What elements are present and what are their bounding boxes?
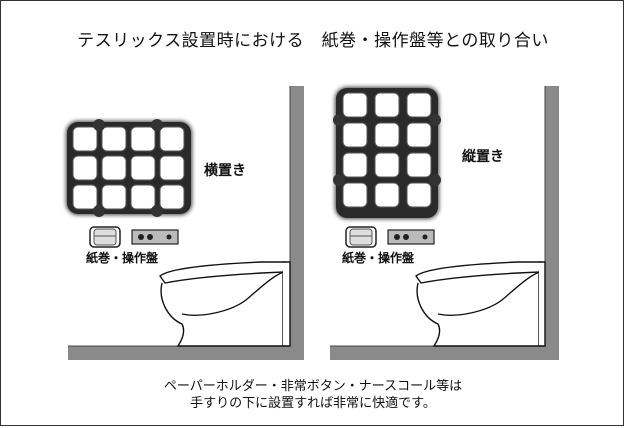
mount-bolt xyxy=(429,174,441,186)
caption: ペーパーホルダー・非常ボタン・ナースコール等は 手すりの下に設置すれば非常に快適… xyxy=(0,378,626,412)
caption-line-2: 手すりの下に設置すれば非常に快適です。 xyxy=(190,396,436,411)
right-toilet xyxy=(415,261,546,347)
right-control-panel xyxy=(387,229,435,245)
left-device-label: 紙巻・操作盤 xyxy=(86,251,159,265)
mount-bolt xyxy=(151,119,163,131)
diagram-title: テスリックス設置時における 紙巻・操作盤等との取り合い xyxy=(77,31,549,51)
left-paper-holder xyxy=(89,226,121,248)
mount-bolt xyxy=(151,205,163,217)
mount-bolt xyxy=(333,174,345,186)
left-toilet xyxy=(159,261,291,347)
mount-bolt xyxy=(93,205,105,217)
right-device-label: 紙巻・操作盤 xyxy=(342,251,415,265)
right-paper-holder xyxy=(345,226,377,248)
mount-bolt xyxy=(333,114,345,126)
right-orientation-label: 縦置き xyxy=(462,149,504,165)
left-control-panel xyxy=(131,229,179,245)
horizontal-grab-grid xyxy=(66,119,192,217)
vertical-grab-grid xyxy=(333,87,441,219)
left-orientation-label: 横置き xyxy=(204,163,246,179)
mount-bolt xyxy=(93,119,105,131)
mount-bolt xyxy=(429,114,441,126)
caption-line-1: ペーパーホルダー・非常ボタン・ナースコール等は xyxy=(163,379,463,394)
